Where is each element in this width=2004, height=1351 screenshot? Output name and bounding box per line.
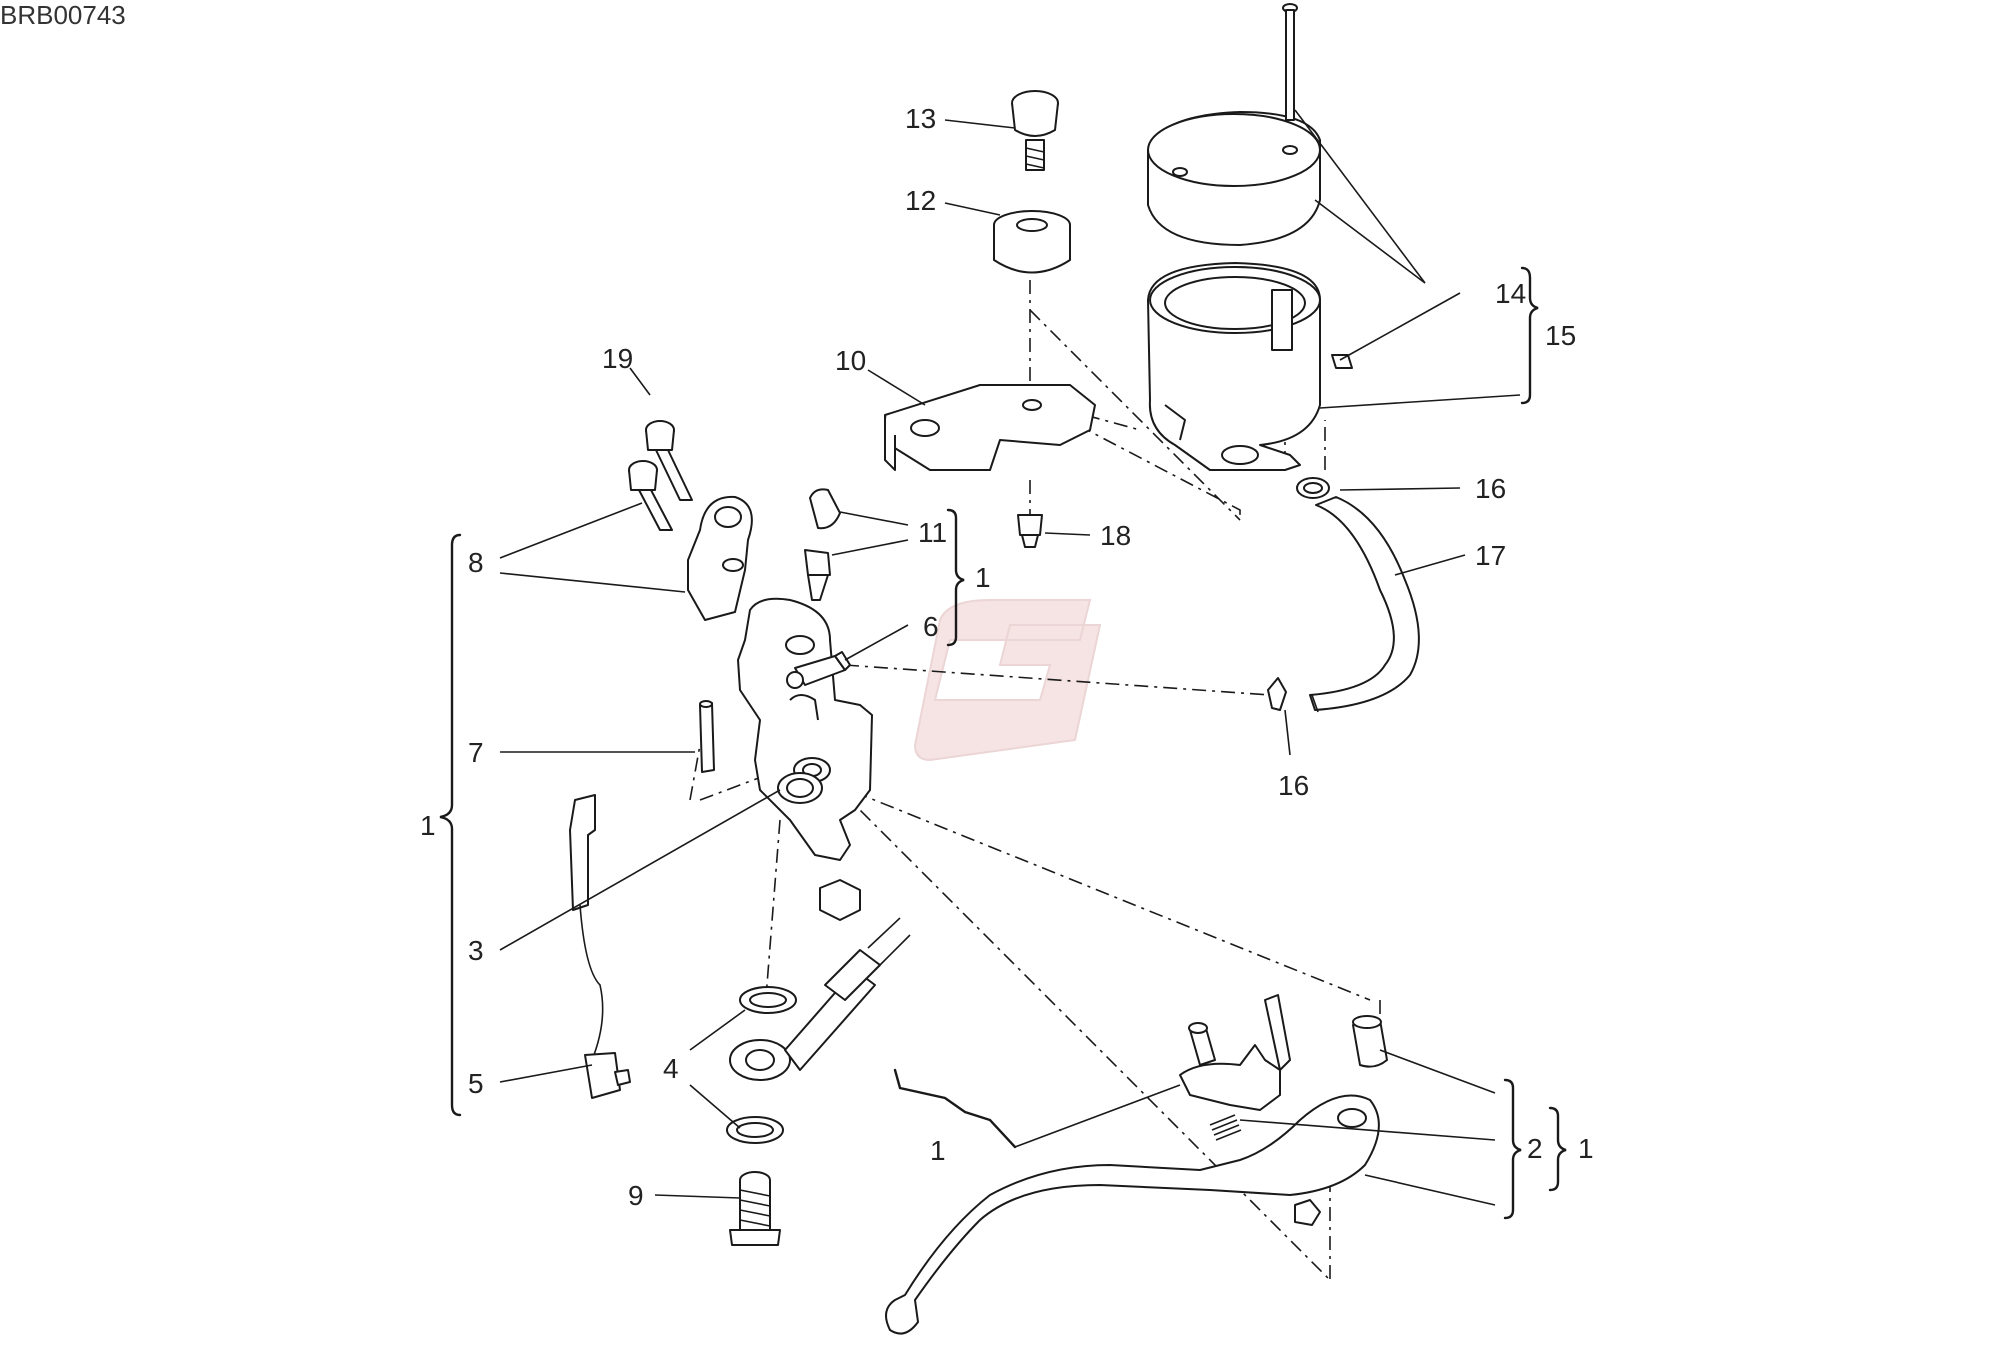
callout-7: 7 [468, 737, 484, 768]
part-10-bracket [884, 384, 1096, 471]
part-16-clip-top [1296, 477, 1330, 499]
diagram-code: BRB00743 [0, 0, 126, 30]
part-3-seal [777, 772, 823, 804]
part-14-reservoir-screw [1282, 3, 1298, 121]
nut [819, 879, 861, 921]
part-19-bolt [645, 420, 693, 501]
part-7-pin [699, 700, 715, 773]
callout-8: 8 [468, 547, 484, 578]
callout-19: 19 [602, 343, 633, 374]
master-cylinder-body [737, 597, 873, 861]
callout-17: 17 [1475, 540, 1506, 571]
g-logo-watermark [913, 599, 1102, 762]
callout-16-bottom: 16 [1278, 770, 1309, 801]
part-6-fitting [786, 651, 851, 689]
part-5-switch [569, 794, 631, 1099]
part-18-small-bolt [1017, 514, 1043, 548]
callout-5: 5 [468, 1068, 484, 1099]
brake-lever [885, 1094, 1380, 1335]
part-17-hose [1309, 496, 1420, 713]
banjo-fitting [729, 917, 911, 1081]
part-11-cap [809, 488, 841, 530]
assembly-lines [689, 280, 1381, 1281]
group-braces [439, 266, 1567, 1220]
part-8-bolt [628, 460, 673, 531]
callout-14: 14 [1495, 278, 1526, 309]
callout-6: 6 [923, 611, 939, 642]
callout-4: 4 [663, 1053, 679, 1084]
callout-10: 10 [835, 345, 866, 376]
callout-1-lever-group: 1 [930, 1135, 946, 1166]
callout-15: 15 [1545, 320, 1576, 351]
callout-16-top: 16 [1475, 473, 1506, 504]
callout-1-main-group: 1 [420, 810, 436, 841]
callout-13: 13 [905, 103, 936, 134]
part-16-clip-bottom [1267, 677, 1287, 711]
part-12-grommet [993, 210, 1071, 274]
callout-18: 18 [1100, 520, 1131, 551]
part-2-spring [1209, 1114, 1242, 1141]
part-4-washer-bottom [726, 1116, 784, 1144]
callout-1-top-group: 1 [975, 562, 991, 593]
callout-9: 9 [628, 1180, 644, 1211]
callout-3: 3 [468, 935, 484, 966]
callout-12: 12 [905, 185, 936, 216]
callout-1-right-group: 1 [1578, 1133, 1594, 1164]
part-11-bleeder-valve [804, 549, 831, 601]
part-14-clip [1331, 354, 1353, 369]
part-2-lever-bracket [1179, 994, 1291, 1111]
leader-lines [499, 109, 1521, 1206]
part-15-reservoir-body [1147, 262, 1321, 471]
part-9-banjo-bolt [729, 1171, 781, 1246]
callout-2: 2 [1527, 1133, 1543, 1164]
part-4-washer-top [739, 986, 797, 1014]
part-8-clamp [687, 495, 753, 621]
part-14-reservoir-cap [1147, 111, 1321, 246]
part-2-bushing [1352, 1015, 1388, 1068]
callout-labels: 19 8 11 1 6 7 1 3 5 4 9 1 10 13 12 18 14… [420, 103, 1594, 1211]
part-13-bolt [1011, 90, 1059, 171]
callout-11: 11 [918, 517, 947, 548]
